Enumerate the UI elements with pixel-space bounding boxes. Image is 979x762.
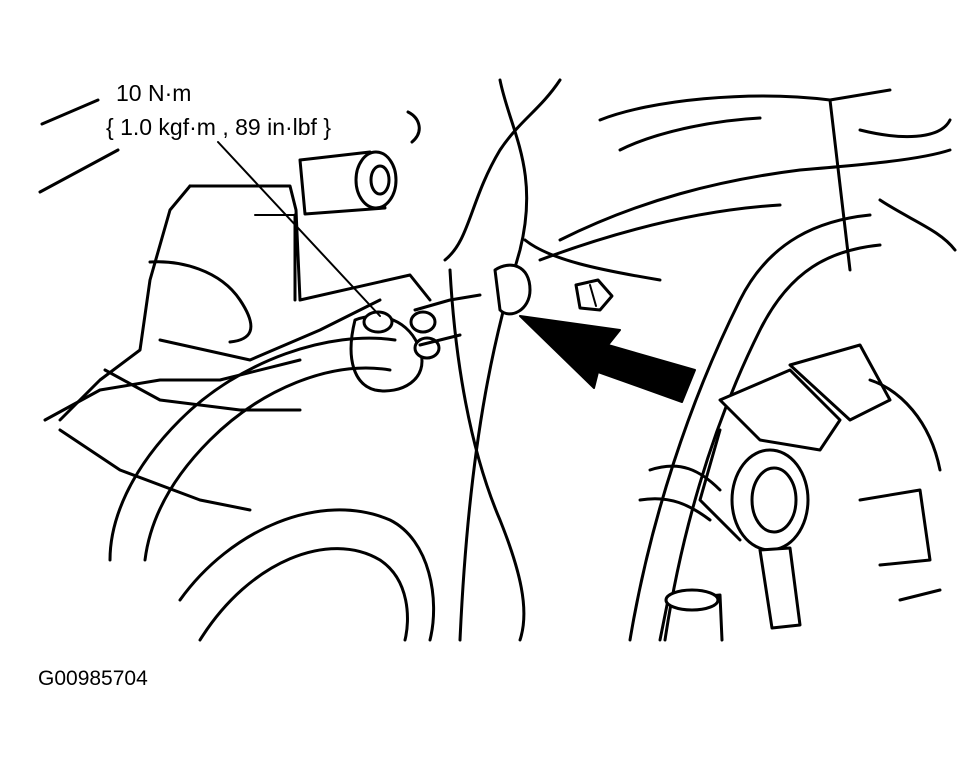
lower-cylinder — [658, 588, 724, 642]
cylinder-plug — [298, 150, 398, 216]
small-nut — [574, 278, 614, 312]
vertical-pipe — [443, 78, 662, 642]
left-housing — [38, 98, 432, 512]
figure-id-label: G00985704 — [38, 667, 148, 690]
torque-alt-units-label: { 1.0 kgf·m , 89 in·lbf } — [106, 114, 332, 140]
callout-leader-line — [217, 110, 421, 317]
right-hose — [628, 213, 882, 642]
connector — [698, 343, 942, 630]
bolt-assembly — [349, 293, 482, 393]
large-hose — [108, 336, 436, 642]
torque-value-label: 10 N·m — [116, 80, 192, 106]
pointer-arrow-icon — [519, 315, 696, 403]
upper-right-hoses — [538, 88, 957, 272]
